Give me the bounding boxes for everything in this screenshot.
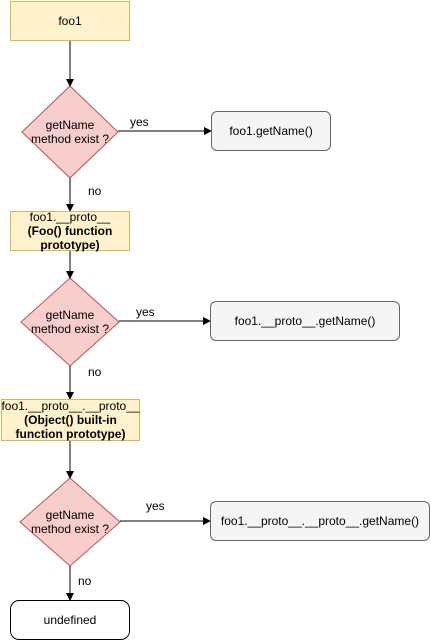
edge-label-no-1: no	[88, 184, 102, 198]
decision-3-label: getName method exist ?	[20, 502, 120, 542]
proto-node-2-line-2: (Object() built-in	[24, 413, 117, 427]
proto-node-1-line-3: prototype)	[40, 238, 100, 252]
decision-1-label: getName method exist ?	[22, 112, 118, 152]
decision-3-line-2: method exist ?	[30, 522, 110, 536]
result-node-3-label: foo1.__proto__.__proto__.getName()	[220, 514, 420, 528]
decision-3-line-1: getName	[45, 508, 95, 522]
end-node-label: undefined	[43, 613, 97, 627]
end-node: undefined	[10, 600, 130, 640]
decision-1-line-2: method exist ?	[30, 132, 110, 146]
proto-node-1: foo1.__proto__ (Foo() function prototype…	[10, 210, 130, 252]
decision-2-line-1: getName	[45, 308, 95, 322]
proto-node-2: foo1.__proto__.__proto__ (Object() built…	[1, 399, 140, 441]
start-node-label: foo1	[58, 14, 82, 28]
result-node-1: foo1.getName()	[211, 111, 331, 151]
decision-1-line-1: getName	[45, 118, 95, 132]
edge-label-no-2: no	[88, 365, 102, 379]
edge-label-yes-3: yes	[146, 499, 165, 513]
decision-2-line-2: method exist ?	[30, 322, 110, 336]
proto-node-2-line-3: function prototype)	[15, 427, 126, 441]
result-node-1-label: foo1.getName()	[229, 124, 313, 138]
result-node-2-label: foo1.__proto__.getName()	[234, 314, 376, 328]
start-node: foo1	[10, 1, 130, 41]
edge-label-yes-1: yes	[130, 115, 149, 129]
edge-label-yes-2: yes	[136, 305, 155, 319]
edge-label-no-3: no	[78, 574, 92, 588]
proto-node-1-line-1: foo1.__proto__	[29, 210, 111, 224]
result-node-2: foo1.__proto__.getName()	[210, 301, 400, 341]
result-node-3: foo1.__proto__.__proto__.getName()	[210, 501, 430, 541]
proto-node-2-line-1: foo1.__proto__.__proto__	[1, 399, 140, 413]
decision-2-label: getName method exist ?	[21, 302, 119, 342]
proto-node-1-line-2: (Foo() function	[27, 224, 113, 238]
